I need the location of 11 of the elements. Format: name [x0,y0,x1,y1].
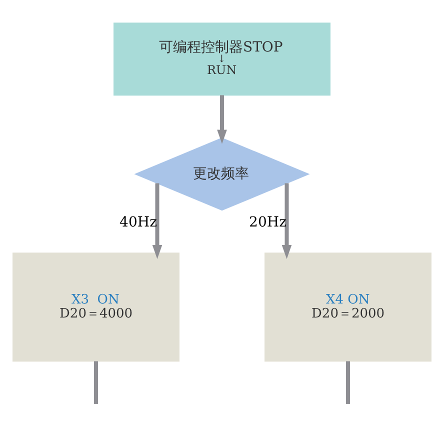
node-box: 可编程控制器STOP ↓ RUN [113,22,330,96]
edge-label: 20Hz [248,214,286,230]
connector [346,361,350,404]
node-box: X3 ON D20＝4000 [12,252,179,362]
arrow [216,95,226,144]
arrow [281,183,292,259]
edge-label: 40Hz [119,214,156,230]
node-box: X4 ON D20＝2000 [264,252,431,362]
arrow [152,183,162,259]
connector [94,361,98,404]
node-diamond: 更改频率 [134,138,310,211]
